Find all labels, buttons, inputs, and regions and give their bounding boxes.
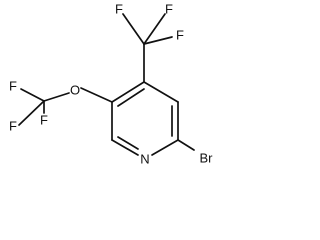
bond-c5-c4-inner <box>117 88 145 107</box>
bond-c5-c4 <box>111 81 145 103</box>
atom-label-nitrogen: N <box>140 152 149 167</box>
atom-label-fluorine: F <box>165 2 173 17</box>
bond-cf3-f-lower-right <box>143 36 173 45</box>
bond-ocf3-f-middle <box>18 100 45 126</box>
atom-label-oxygen: O <box>70 83 80 98</box>
bond-n-c6 <box>111 139 139 156</box>
atom-label-fluorine: F <box>40 113 48 128</box>
bond-cf3-f-left <box>122 13 145 45</box>
bond-c5-o <box>80 87 113 103</box>
atom-label-bromine: Br <box>200 151 214 166</box>
bond-c2-n <box>151 139 179 156</box>
bond-o-c <box>43 92 70 102</box>
bond-c2-br <box>177 139 195 151</box>
bond-c4-c3 <box>143 81 179 103</box>
bond-cf3-f-upper-right <box>143 13 166 45</box>
atom-label-fluorine: F <box>9 79 17 94</box>
atom-label-fluorine: F <box>115 2 123 17</box>
structure-diagram: F F F F F F O N Br <box>9 2 214 167</box>
atom-label-fluorine: F <box>9 119 17 134</box>
atom-label-fluorine: F <box>176 28 184 43</box>
bond-n-c6-inner <box>117 136 139 150</box>
bond-ocf3-f-upper <box>20 88 45 102</box>
